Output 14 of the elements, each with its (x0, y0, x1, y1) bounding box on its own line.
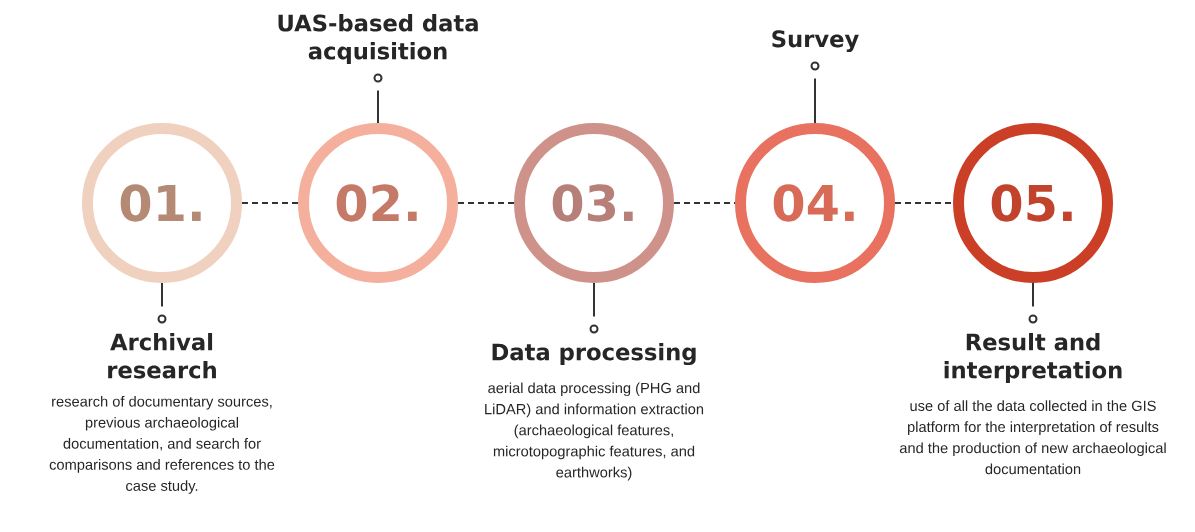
step-text: Archival research research of documentary sources, previous archaeological documentation, and search for comparisons and references to the case study. (49, 333, 275, 494)
pin-line (814, 77, 816, 124)
pin-line (593, 282, 595, 318)
connector-line (457, 202, 515, 204)
step-text: Data processing aerial data processing (PHG and LiDAR) and information extraction (archaeological features, microtopographic features, and earthworks) (485, 343, 704, 481)
step-text: Survey (772, 30, 859, 52)
step-text: UAS-based data acquisition (278, 14, 478, 64)
pin-line (1032, 282, 1034, 308)
connector-line (894, 202, 954, 204)
connector-line (241, 202, 299, 204)
pin-line (161, 282, 163, 308)
connector-line (673, 202, 736, 204)
step-text: Result and interpretation use of all the data collected in the GIS platform for the interpretation of results and the production of new archaeological documentation (899, 333, 1166, 475)
pin-line (377, 89, 379, 124)
